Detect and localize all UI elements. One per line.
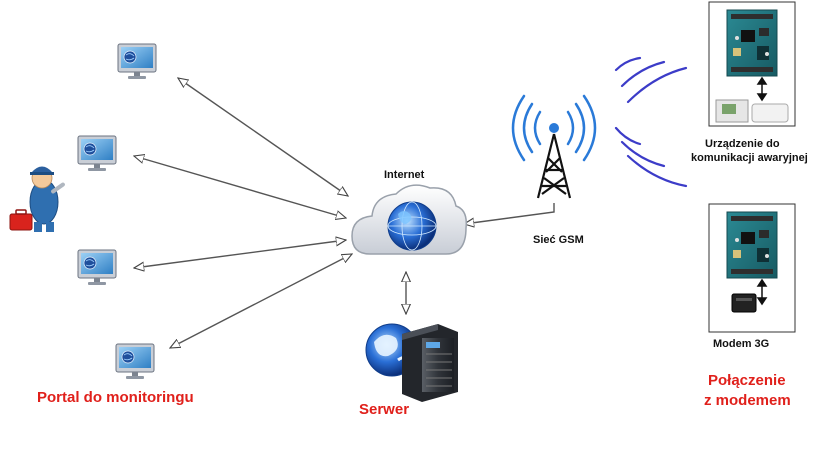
connection-label-line2: z modemem xyxy=(704,392,791,409)
gsm-tower-icon xyxy=(511,94,597,199)
controller-board-icon xyxy=(726,211,778,279)
link-gsm xyxy=(464,203,555,224)
controller-board-icon xyxy=(726,9,778,77)
link-monitor-2 xyxy=(134,156,346,218)
portal-label: Portal do monitoringu xyxy=(37,389,194,406)
modem-label: Modem 3G xyxy=(713,338,770,350)
link-monitor-1 xyxy=(178,78,348,196)
monitor-icon xyxy=(77,135,117,172)
server-icon xyxy=(365,323,458,402)
server-label: Serwer xyxy=(359,401,410,418)
device-label-line2: komunikacji awaryjnej xyxy=(691,152,808,164)
link-monitor-4 xyxy=(170,254,352,348)
connection-label-line1: Połączenie xyxy=(708,372,786,389)
monitor-icon xyxy=(77,249,117,286)
monitor-icon xyxy=(117,43,157,80)
device-label-line1: Urządzenie do xyxy=(705,138,780,150)
technician-icon xyxy=(9,166,65,232)
radio-waves xyxy=(614,56,688,188)
internet-label: Internet xyxy=(384,169,425,181)
connection-lines xyxy=(134,78,555,348)
emergency-unit-icon xyxy=(715,99,789,123)
link-monitor-3 xyxy=(134,240,346,268)
usb-modem-icon xyxy=(731,293,757,313)
gsm-label: Sieć GSM xyxy=(533,234,584,246)
monitor-icon xyxy=(115,343,155,380)
cloud-globe-icon xyxy=(351,184,468,255)
